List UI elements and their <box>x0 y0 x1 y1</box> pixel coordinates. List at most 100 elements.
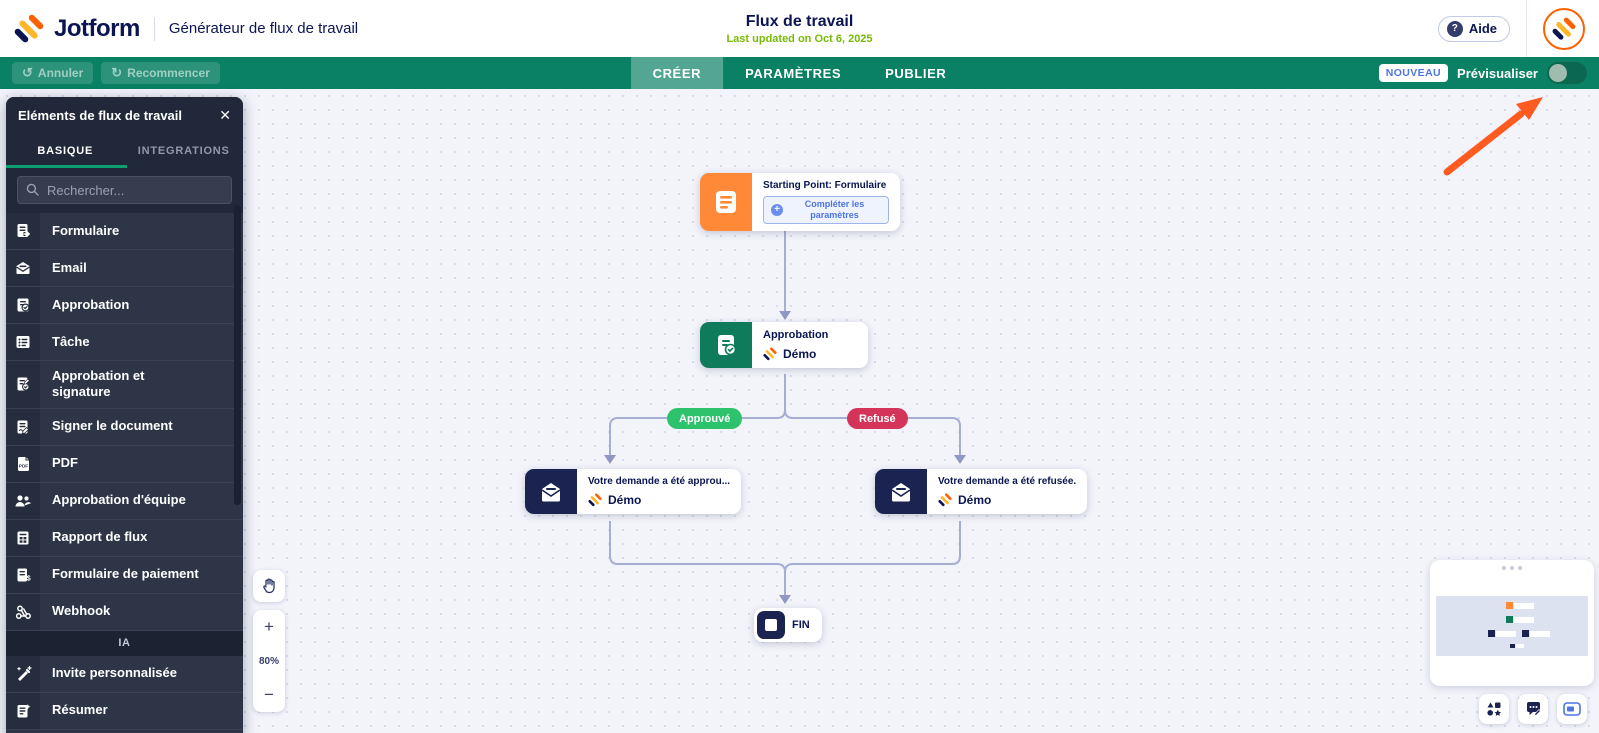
element-label: Approbation d'équipe <box>40 482 243 519</box>
preview-label: Prévisualiser <box>1457 65 1538 81</box>
svg-text:$: $ <box>27 575 31 582</box>
avatar-logo-icon <box>1552 17 1576 40</box>
tab-publier[interactable]: PUBLIER <box>885 65 947 81</box>
element-list-item[interactable]: Invite personnalisée <box>6 655 243 693</box>
element-list-item[interactable]: Rapport de flux <box>6 519 243 557</box>
question-mark-icon: ? <box>1446 20 1463 37</box>
active-tab-underline <box>6 165 127 168</box>
summarize-icon <box>6 692 40 729</box>
custom-prompt-icon <box>6 655 40 692</box>
end-node[interactable]: FIN <box>754 608 822 642</box>
zoom-out-button[interactable]: − <box>264 685 274 704</box>
tab-parametres[interactable]: PARAMÈTRES <box>745 65 842 81</box>
brand-wordmark: Jotform <box>54 14 140 42</box>
close-icon[interactable]: ✕ <box>219 107 231 123</box>
element-list-item[interactable]: Approbation d'équipe <box>6 482 243 520</box>
form-icon <box>6 213 40 249</box>
shapes-icon <box>1487 702 1501 716</box>
user-avatar[interactable] <box>1543 7 1585 50</box>
refused-email-node[interactable]: Votre demande a été refusée. Démo <box>875 469 1088 514</box>
plus-icon: + <box>771 203 783 216</box>
element-label: Tâche <box>40 324 243 360</box>
flow-report-icon <box>6 519 40 556</box>
last-updated-text: Last updated on Oct 6, 2025 <box>726 32 873 45</box>
minimap-handle-dots-icon <box>1502 566 1522 570</box>
element-list-item[interactable]: Approbation <box>6 287 243 324</box>
minimap[interactable] <box>1430 560 1594 686</box>
refused-email-title: Votre demande a été refusée. <box>938 476 1077 487</box>
approval-node-icon <box>700 322 752 368</box>
tab-creer[interactable]: CRÉER <box>630 57 724 89</box>
redo-icon: ↻ <box>111 65 123 80</box>
element-label: Approbation et signature <box>40 361 243 408</box>
complete-settings-label: Compléter les paramètres <box>804 199 865 220</box>
jotform-mini-logo-icon <box>763 347 777 361</box>
redo-button[interactable]: ↻Recommencer <box>101 62 220 84</box>
hand-icon <box>263 578 275 594</box>
element-list-item[interactable]: Signer le document <box>6 408 243 446</box>
panel-scrollbar[interactable] <box>234 205 241 505</box>
jotform-logo[interactable]: Jotform <box>14 14 140 44</box>
picture-in-picture-icon <box>1563 702 1581 716</box>
header-divider <box>153 16 155 41</box>
search-input[interactable] <box>17 176 232 204</box>
new-badge: NOUVEAU <box>1378 64 1449 82</box>
help-button[interactable]: ? Aide <box>1437 15 1510 42</box>
element-label: Formulaire <box>40 213 243 249</box>
branch-refused-pill[interactable]: Refusé <box>847 408 908 429</box>
email-node-icon <box>525 469 577 514</box>
refused-email-subtitle: Démo <box>958 493 992 507</box>
element-list-item[interactable]: Approbation et signature <box>6 361 243 409</box>
page-title[interactable]: Flux de travail <box>745 12 854 30</box>
header-vertical-divider <box>1526 0 1527 57</box>
approval-icon <box>6 287 40 323</box>
payment-form-icon: $ <box>6 556 40 593</box>
approved-email-subtitle: Démo <box>608 493 642 507</box>
zoom-in-button[interactable]: + <box>264 617 274 636</box>
minimap-viewport[interactable] <box>1436 596 1588 656</box>
end-node-label: FIN <box>792 619 810 631</box>
section-header-ia: IA <box>6 630 243 656</box>
element-list-item[interactable]: $Formulaire de paiement <box>6 556 243 594</box>
element-list-item[interactable]: Résumer <box>6 692 243 730</box>
complete-settings-button[interactable]: + Compléter les paramètres <box>763 196 889 224</box>
svg-text:PDF: PDF <box>18 463 27 468</box>
undo-button[interactable]: ↺Annuler <box>12 62 94 84</box>
branch-approved-pill[interactable]: Approuvé <box>667 408 743 429</box>
form-node-icon <box>700 173 752 231</box>
start-node[interactable]: Starting Point: Formulaire + Compléter l… <box>700 173 900 231</box>
email-node-icon <box>875 469 927 514</box>
approval-node[interactable]: Approbation Démo <box>700 322 868 368</box>
preview-toggle[interactable] <box>1547 62 1587 84</box>
jotform-mini-logo-icon <box>588 493 602 507</box>
app-header: Jotform Générateur de flux de travail Fl… <box>0 0 1599 57</box>
element-list-item[interactable]: Formulaire <box>6 213 243 250</box>
toggle-knob <box>1549 64 1567 82</box>
sign-document-icon <box>6 408 40 445</box>
element-label: Résumer <box>40 692 243 729</box>
approval-node-title: Approbation <box>763 329 829 341</box>
elements-shortcut-button[interactable] <box>1479 694 1509 724</box>
tab-basique[interactable]: BASIQUE <box>37 145 94 157</box>
panel-title: Eléments de flux de travail <box>18 108 183 123</box>
minimap-toggle-button[interactable] <box>1557 694 1587 724</box>
feedback-button[interactable] <box>1518 694 1548 724</box>
element-label: Approbation <box>40 287 243 323</box>
approved-email-node[interactable]: Votre demande a été approu... Démo <box>525 469 742 514</box>
element-list-item[interactable]: Tâche <box>6 324 243 361</box>
app-title: Générateur de flux de travail <box>168 20 359 37</box>
webhook-icon <box>6 593 40 630</box>
element-list-item[interactable]: Webhook <box>6 593 243 631</box>
approval-signature-icon <box>6 361 40 408</box>
jotform-mini-logo-icon <box>938 493 952 507</box>
workflow-canvas[interactable]: Starting Point: Formulaire + Compléter l… <box>0 89 1599 733</box>
element-label: Webhook <box>40 593 243 630</box>
zoom-level: 80% <box>258 655 279 667</box>
zoom-controls: + 80% − <box>253 610 285 712</box>
feedback-chat-icon <box>1526 701 1541 716</box>
pan-tool-button[interactable] <box>253 570 285 602</box>
tab-integrations[interactable]: INTEGRATIONS <box>137 145 230 157</box>
element-list-item[interactable]: Email <box>6 250 243 287</box>
